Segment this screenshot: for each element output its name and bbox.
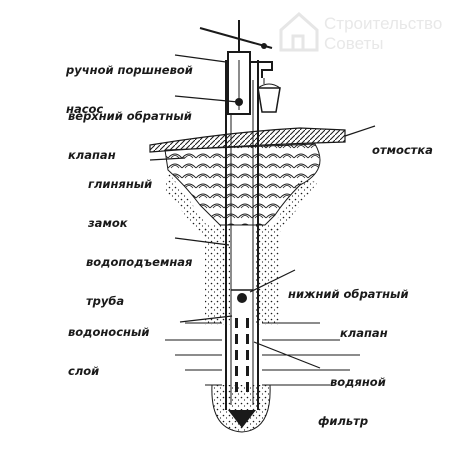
label-riser-pipe: водоподъемная труба xyxy=(86,255,193,308)
clay-lock-mound xyxy=(164,143,321,240)
pump-head xyxy=(199,20,281,115)
lower-check-valve xyxy=(231,289,253,303)
label-clay-lock: глиняный замок xyxy=(88,177,153,230)
filter-slots xyxy=(235,318,249,392)
label-water-filter: водяной фильтр xyxy=(318,375,386,428)
label-aquifer: водоносный слой xyxy=(68,325,150,378)
label-blind-area: отмостка xyxy=(372,143,433,157)
aquifer-lines xyxy=(165,322,360,386)
label-hand-pump: ручной поршневой насос xyxy=(66,63,193,116)
watermark-line-2: Советы xyxy=(324,34,384,53)
label-upper-check-valve: верхний обратный клапан xyxy=(68,109,192,162)
casing-pipe xyxy=(225,60,259,410)
well-bottom xyxy=(211,384,271,433)
leader-lines xyxy=(149,54,376,369)
soil-column xyxy=(205,225,280,325)
label-lower-check-valve: нижний обратный клапан xyxy=(288,287,409,340)
watermark-line-1: Строительство xyxy=(324,14,443,33)
